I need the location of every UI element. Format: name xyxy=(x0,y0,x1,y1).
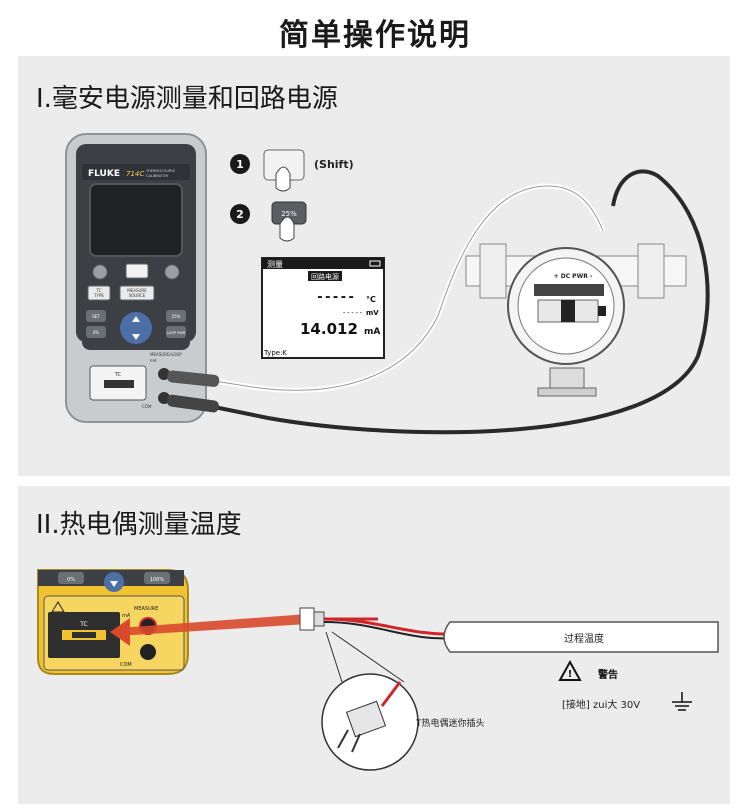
transmitter-label: + DC PWR - xyxy=(554,273,593,280)
step-1-number: 1 xyxy=(236,158,244,171)
svg-text:MEASURE: MEASURE xyxy=(127,288,147,293)
finger-icon xyxy=(275,166,291,192)
lcd-loop-indicator: 回路电源 xyxy=(311,272,339,281)
svg-text:TC: TC xyxy=(95,288,101,293)
warning-block: ! 警告 [接地] zui大 30V xyxy=(558,659,692,711)
insert-arrow xyxy=(110,614,308,646)
measure-source-button[interactable] xyxy=(119,285,155,301)
lcd-type-label: Type:K xyxy=(263,349,287,357)
warning-title: 警告 xyxy=(597,668,618,681)
svg-text:0%: 0% xyxy=(93,330,100,335)
svg-text:SET: SET xyxy=(92,314,100,319)
svg-text:COM: COM xyxy=(142,404,152,409)
lcd-readout: 测量 回路电源 ----- °C ----- mV 14.012 mA Type… xyxy=(261,257,385,359)
transmitter: + DC PWR - xyxy=(465,243,687,397)
svg-text:!: ! xyxy=(568,669,573,680)
step-2-number: 2 xyxy=(236,208,244,221)
backlight-button[interactable] xyxy=(125,263,149,279)
connector-label: T热电偶迷你插头 xyxy=(415,717,485,729)
lcd-temp-unit: °C xyxy=(366,295,376,304)
svg-text:0%: 0% xyxy=(67,577,75,583)
step-1: 1 (Shift) xyxy=(230,149,354,192)
svg-text:25%: 25% xyxy=(172,314,181,319)
set-key[interactable] xyxy=(86,310,106,322)
probe-label: 过程温度 xyxy=(564,632,604,645)
lcd-ma-value: 14.012 xyxy=(300,320,358,338)
section-1-heading: I.毫安电源测量和回路电源 xyxy=(36,84,338,114)
step-2-label: 25% xyxy=(281,210,297,218)
section-thermocouple: II.热电偶测量温度 0% 100% TC MEASURE mA COM xyxy=(18,486,730,804)
battery-icon xyxy=(369,260,381,267)
arrow-pad[interactable] xyxy=(120,312,152,344)
arrow-up-icon xyxy=(132,316,140,322)
device-model: 714C xyxy=(126,170,144,178)
svg-text:100%: 100% xyxy=(150,577,165,583)
section-2-heading: II.热电偶测量温度 xyxy=(36,510,242,540)
calibrator-device-yellow: 0% 100% TC MEASURE mA COM xyxy=(37,569,189,675)
warning-triangle-icon xyxy=(558,659,582,681)
com-jack[interactable] xyxy=(140,644,156,660)
svg-text:TC: TC xyxy=(114,372,122,378)
lcd-mv-value: ----- xyxy=(342,309,363,317)
arrow-down-icon xyxy=(132,334,140,340)
svg-text:MEASURE/LOOP: MEASURE/LOOP xyxy=(150,352,182,357)
lead-plug-com xyxy=(166,394,219,413)
section-2-illustration: 0% 100% TC MEASURE mA COM xyxy=(37,569,719,771)
test-leads xyxy=(166,169,710,435)
svg-text:TYPE: TYPE xyxy=(93,293,104,298)
loop-pwr-key[interactable] xyxy=(166,326,186,338)
page-title: 简单操作说明 xyxy=(279,18,471,53)
step-1-label: (Shift) xyxy=(314,158,354,171)
device-subtitle-2: CALIBRATOR xyxy=(146,174,169,178)
warning-detail: [接地] zui大 30V xyxy=(562,698,640,711)
section-loop-power: I.毫安电源测量和回路电源 FLUKE 714C THERMOCOUPLE CA… xyxy=(18,56,730,476)
calibrator-device: FLUKE 714C THERMOCOUPLE CALIBRATOR TC TY… xyxy=(65,133,207,423)
units-key[interactable] xyxy=(166,310,186,322)
section-1-illustration: FLUKE 714C THERMOCOUPLE CALIBRATOR TC TY… xyxy=(65,133,710,435)
tc-type-button[interactable] xyxy=(87,285,111,301)
svg-text:MEASURE: MEASURE xyxy=(134,606,158,612)
mini-plug xyxy=(299,607,315,631)
svg-text:SOURCE: SOURCE xyxy=(129,293,146,298)
zero-key[interactable] xyxy=(86,326,106,338)
svg-text:LOOP PWR: LOOP PWR xyxy=(167,331,186,335)
lead-plug-ma xyxy=(167,370,220,387)
svg-text:COM: COM xyxy=(120,662,132,668)
finger-icon xyxy=(279,216,295,242)
yellow-key-b[interactable] xyxy=(144,572,170,584)
svg-text:mA: mA xyxy=(122,613,131,619)
ground-icon xyxy=(672,692,692,711)
arrow-down-icon xyxy=(110,581,118,587)
svg-text:TC: TC xyxy=(79,621,88,628)
device-screen xyxy=(89,183,183,257)
connector-detail: T热电偶迷你插头 xyxy=(321,673,485,771)
lcd-temp-value: ----- xyxy=(316,290,355,305)
lcd-mode: 测量 xyxy=(267,260,283,269)
thermocouple-wire: 过程温度 xyxy=(299,607,719,683)
tc-socket xyxy=(104,380,134,388)
lcd-ma-unit: mA xyxy=(364,327,380,337)
lcd-mv-unit: mV xyxy=(366,309,379,317)
com-jack[interactable] xyxy=(158,392,170,404)
device-subtitle-1: THERMOCOUPLE xyxy=(145,169,175,173)
light-button[interactable] xyxy=(164,264,180,280)
ma-jack[interactable] xyxy=(158,368,170,380)
step-2: 2 25% xyxy=(230,201,307,242)
device-brand: FLUKE xyxy=(88,169,120,179)
yellow-key-a[interactable] xyxy=(58,572,84,584)
svg-text:mA: mA xyxy=(150,358,157,363)
power-button[interactable] xyxy=(92,264,108,280)
